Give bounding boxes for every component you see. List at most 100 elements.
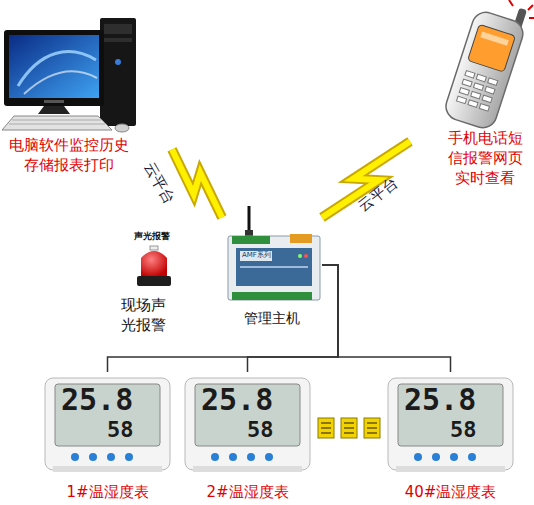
cloud-link-bolt <box>322 141 410 217</box>
phone-illustration <box>468 24 516 72</box>
sensor-illustration <box>388 378 513 470</box>
host-illustration <box>232 292 312 300</box>
phone-illustration <box>479 104 489 112</box>
computer-illustration <box>2 18 136 132</box>
device-tag: AMF系列 <box>242 252 271 259</box>
computer-illustration <box>100 18 136 126</box>
caption-block: 2#温湿度表 <box>180 482 315 502</box>
host-illustration <box>232 236 270 244</box>
node-caption: 现场声 光报警 <box>118 295 168 335</box>
node-caption: 1#温湿度表 <box>40 482 175 502</box>
phone-illustration <box>459 88 469 96</box>
sensor-illustration <box>211 453 219 461</box>
ellipsis-icons <box>321 423 331 433</box>
cloud-link-bolt <box>322 141 410 217</box>
computer-illustration <box>18 52 96 86</box>
computer-illustration <box>104 24 132 34</box>
node-caption: 40#温湿度表 <box>383 482 518 502</box>
phone-illustration <box>442 0 534 131</box>
sensor-illustration <box>414 453 422 461</box>
computer-illustration <box>44 100 64 103</box>
cloud-link-bolt <box>172 149 222 217</box>
ellipsis-icons <box>367 423 377 433</box>
caption-block: 40#温湿度表 <box>383 482 518 502</box>
computer-illustration <box>9 120 105 124</box>
phone-illustration <box>468 100 478 108</box>
phone-illustration <box>442 9 526 132</box>
host-illustration <box>236 248 312 286</box>
host-illustration <box>240 266 308 268</box>
sensor-illustration <box>195 384 300 446</box>
host-node: 管理主机 <box>222 205 322 330</box>
phone-illustration <box>482 95 492 103</box>
ellipsis-icons <box>341 418 357 438</box>
phone-node: 手机电话短 信报警网页 实时查看 <box>410 0 534 186</box>
phone-illustration <box>442 0 530 131</box>
caption-block: 1#温湿度表 <box>40 482 175 502</box>
bus-wire <box>248 265 339 372</box>
temperature-reading: 25.8 <box>201 385 273 415</box>
alarm-illustration <box>150 246 158 250</box>
phone-illustration <box>488 78 498 86</box>
host-illustration <box>240 251 272 261</box>
sensor-illustration <box>450 453 458 461</box>
phone-illustration <box>480 32 508 46</box>
host-illustration <box>228 206 320 300</box>
sensor-illustration <box>396 466 505 472</box>
ellipsis-icons <box>364 418 380 438</box>
host-illustration <box>304 254 308 258</box>
humidity-reading: 58 <box>450 419 477 441</box>
cloud-link-bolt <box>172 149 222 217</box>
computer-illustration <box>9 35 99 98</box>
bus-wire <box>322 265 451 372</box>
computer-illustration <box>104 38 132 42</box>
host-illustration <box>245 230 253 236</box>
phone-illustration <box>485 86 495 94</box>
sensor-illustration <box>45 378 170 472</box>
sensor-illustration <box>53 466 162 472</box>
computer-illustration <box>115 59 121 65</box>
phone-illustration <box>471 91 481 99</box>
host-illustration <box>298 254 302 258</box>
sensor-illustration <box>193 466 302 472</box>
bus-wire <box>108 265 339 372</box>
sensor-illustration <box>185 378 310 472</box>
phone-illustration <box>476 74 486 82</box>
sensor-illustration <box>55 384 160 446</box>
sensor-illustration <box>89 453 97 461</box>
computer-illustration <box>2 116 112 130</box>
node-caption: 2#温湿度表 <box>180 482 315 502</box>
temperature-reading: 25.8 <box>61 385 133 415</box>
sensor-illustration <box>229 453 237 461</box>
device-tag: 声光报警 <box>134 232 170 241</box>
temperature-reading: 25.8 <box>404 385 476 415</box>
host-illustration <box>228 236 320 300</box>
cloud-link-bolt <box>172 149 222 217</box>
sensor-illustration <box>265 453 273 461</box>
caption-block: 电脑软件监控历史 存储报表打印 <box>6 135 131 175</box>
sensor-illustration <box>125 453 133 461</box>
node-caption: 电脑软件监控历史 存储报表打印 <box>6 135 131 175</box>
edge-label: 云平台 <box>141 160 176 206</box>
alarm-illustration <box>137 276 171 286</box>
phone-illustration <box>465 71 475 79</box>
alarm-illustration <box>141 251 167 276</box>
phone-illustration <box>473 83 483 91</box>
node-caption: 手机电话短 信报警网页 实时查看 <box>445 128 525 188</box>
computer-illustration <box>38 106 70 114</box>
ellipsis-icons <box>344 423 354 433</box>
sensor-illustration <box>71 453 79 461</box>
caption-block: 管理主机 <box>222 308 322 328</box>
edge-label: 云平台 <box>356 176 401 216</box>
humidity-reading: 58 <box>247 419 274 441</box>
sensor-illustration <box>185 378 310 470</box>
sensor-illustration <box>398 384 503 446</box>
sensor-illustration <box>432 453 440 461</box>
node-caption: 管理主机 <box>222 308 322 328</box>
phone-illustration <box>456 96 466 104</box>
sensor-illustration <box>388 378 513 472</box>
phone-illustration <box>509 0 534 18</box>
computer-illustration <box>24 71 97 94</box>
